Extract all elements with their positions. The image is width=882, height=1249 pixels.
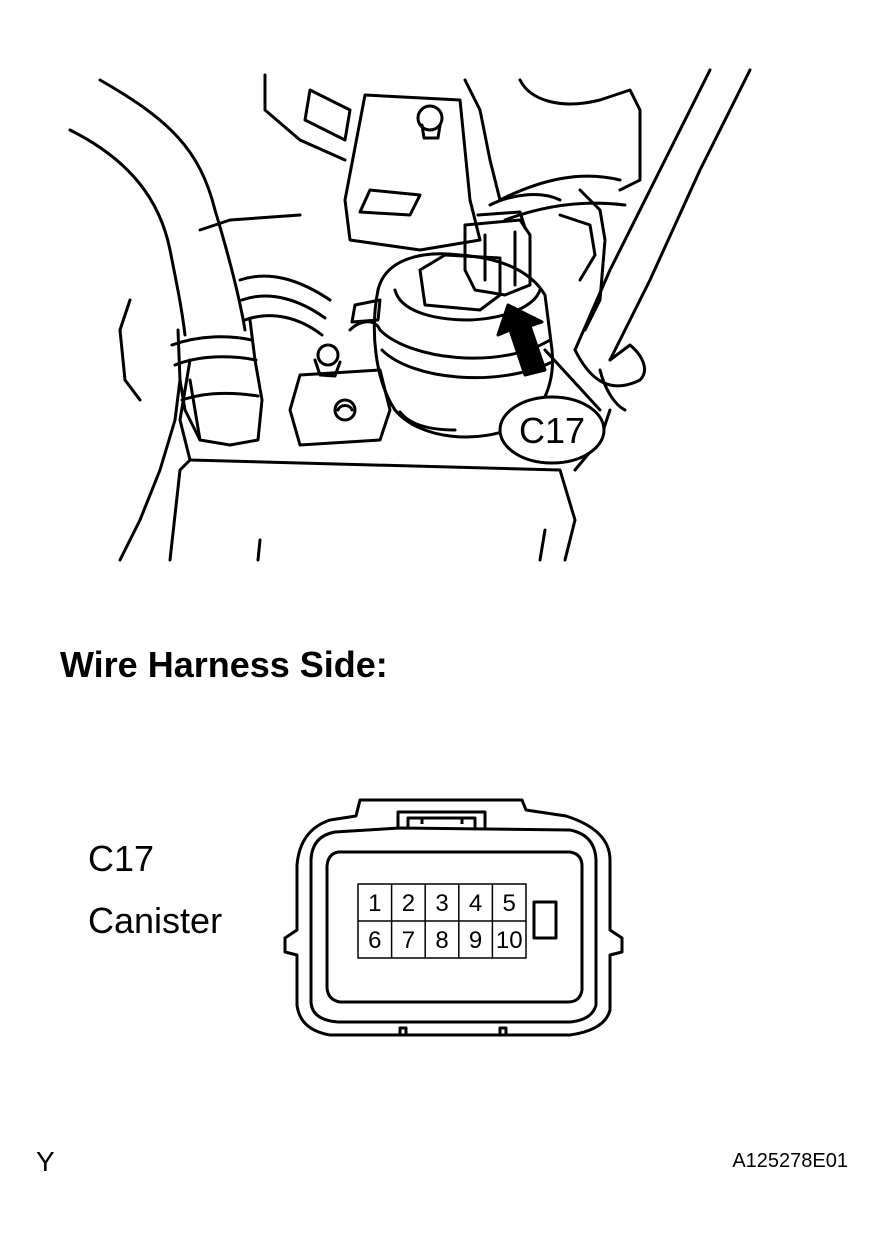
connector-cavity-frame xyxy=(325,850,584,1004)
connector-name: Canister xyxy=(88,900,223,941)
connector-face-diagram: 1 2 3 4 5 6 7 8 9 10 xyxy=(283,798,624,1037)
callout-label: C17 xyxy=(519,410,585,451)
pin-label: 1 xyxy=(368,890,381,917)
pin-label: 6 xyxy=(368,927,381,954)
pin-label: 9 xyxy=(469,927,482,954)
pin-label: 10 xyxy=(496,927,523,954)
pin-label: 7 xyxy=(402,927,415,954)
connector-housing-outer xyxy=(283,798,624,1037)
connector-bottom-notch xyxy=(498,1026,508,1035)
connector-housing-inner xyxy=(309,826,598,1024)
pin-label: 8 xyxy=(435,927,448,954)
pin-label: 4 xyxy=(469,890,482,917)
pin-label: 5 xyxy=(503,890,516,917)
pin-row-top: 1 2 3 4 5 xyxy=(368,890,516,917)
section-heading: Wire Harness Side: xyxy=(60,644,388,685)
connector-code: C17 xyxy=(88,838,155,879)
hose-clamp xyxy=(238,274,332,337)
arrow-icon xyxy=(496,303,602,412)
mounting-bracket xyxy=(263,73,502,252)
pin-row-bottom: 6 7 8 9 10 xyxy=(368,927,522,954)
pin-label: 3 xyxy=(435,890,448,917)
valve-connector-plug xyxy=(418,193,562,312)
pin-label: 2 xyxy=(402,890,415,917)
right-pipe xyxy=(498,68,752,412)
connector-latch xyxy=(396,810,487,828)
connector-side-key xyxy=(532,900,558,940)
left-hose xyxy=(68,78,264,447)
engine-body-outline xyxy=(118,213,612,562)
canister-illustration: C17 xyxy=(68,68,752,562)
footer-mark: Y xyxy=(36,1146,55,1177)
connector-bottom-notch xyxy=(398,1026,408,1035)
callout-c17: C17 xyxy=(498,395,606,465)
figure-id: A125278E01 xyxy=(732,1150,848,1172)
pin-grid xyxy=(357,883,527,959)
